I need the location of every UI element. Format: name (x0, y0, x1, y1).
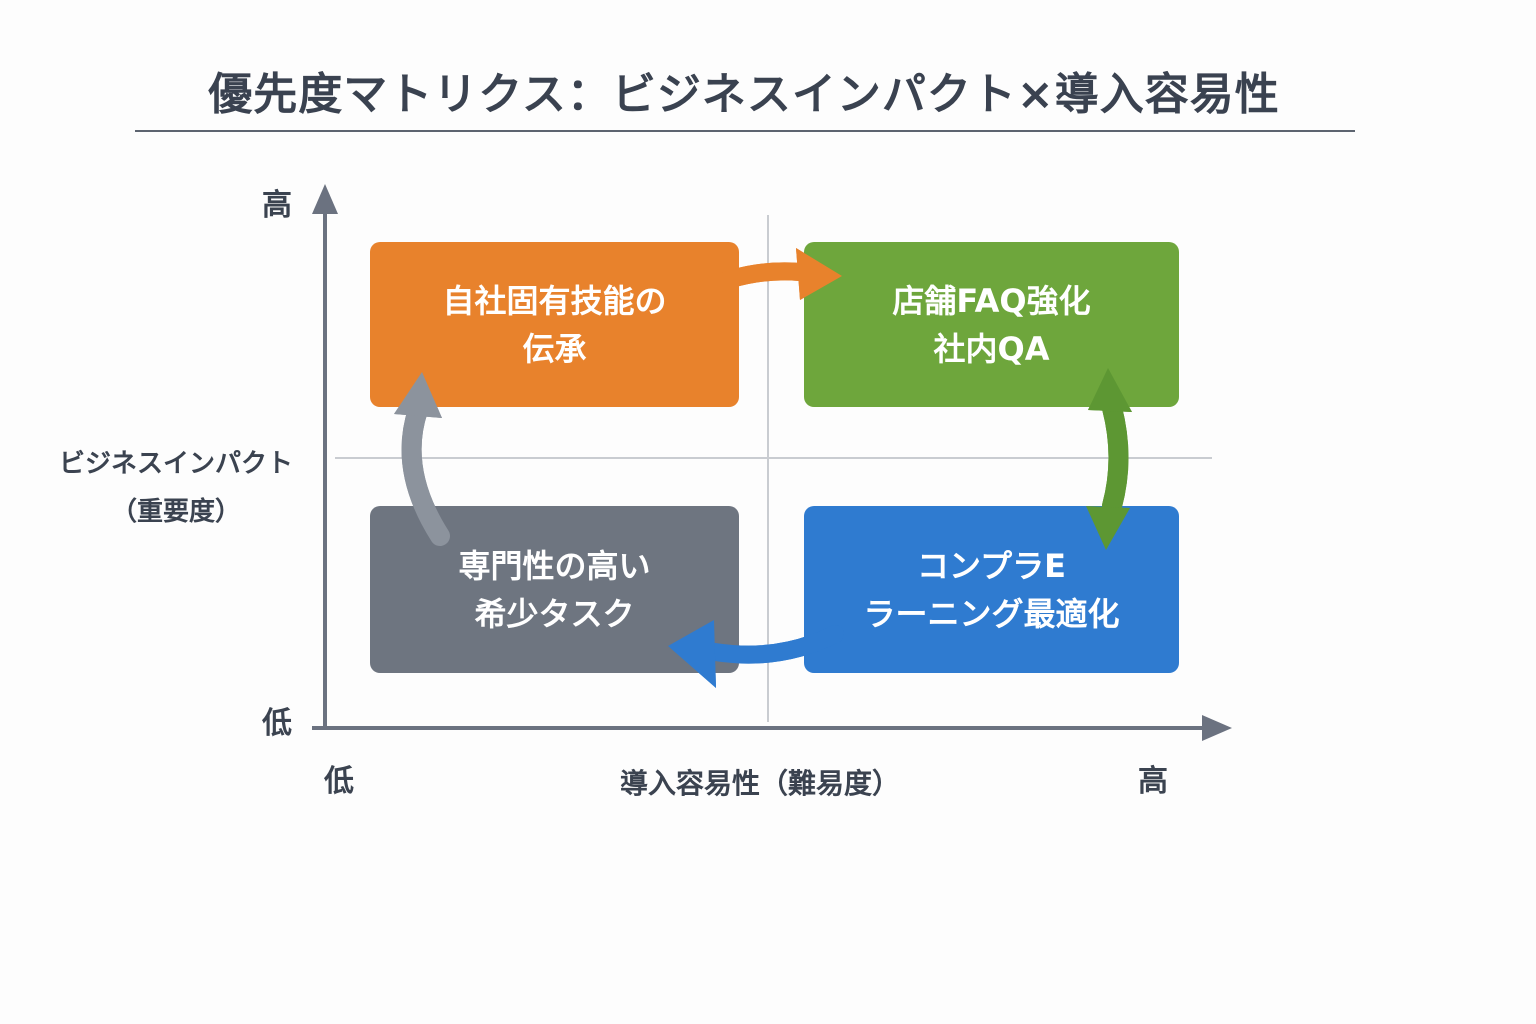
y-axis-high-label: 高 (262, 188, 292, 223)
y-axis-title-line2: （重要度） (110, 497, 241, 527)
y-axis-title: ビジネスインパクト （重要度） (36, 440, 316, 536)
x-axis-arrowhead-icon (1202, 715, 1232, 741)
title-divider (135, 130, 1355, 132)
quadrant-top-left-line2: 伝承 (522, 329, 587, 368)
quadrant-top-right: 店舗FAQ強化 社内QA (804, 242, 1179, 407)
quadrant-top-right-line2: 社内QA (933, 329, 1050, 368)
quadrant-bottom-right: コンプラE ラーニング最適化 (804, 506, 1179, 673)
y-axis-title-line1: ビジネスインパクト (58, 449, 293, 479)
page-title: 優先度マトリクス：ビジネスインパクト×導入容易性 (208, 69, 1280, 120)
quadrant-bottom-right-line1: コンプラE (917, 546, 1066, 585)
quadrant-bottom-left: 専門性の高い 希少タスク (370, 506, 739, 673)
quadrant-top-right-line1: 店舗FAQ強化 (892, 281, 1091, 320)
quadrant-bottom-right-line2: ラーニング最適化 (863, 594, 1120, 633)
x-axis-title: 導入容易性（難易度） (619, 767, 900, 800)
quadrant-top-left-line1: 自社固有技能の (442, 281, 667, 320)
y-axis-arrowhead-icon (312, 184, 338, 214)
quadrant-bottom-left-line1: 専門性の高い (458, 546, 651, 585)
y-axis-low-label: 低 (262, 706, 292, 741)
quadrant-bottom-left-line2: 希少タスク (474, 594, 635, 633)
quadrant-top-left: 自社固有技能の 伝承 (370, 242, 739, 407)
x-axis-high-label: 高 (1138, 764, 1168, 799)
x-axis-low-label: 低 (324, 764, 354, 799)
